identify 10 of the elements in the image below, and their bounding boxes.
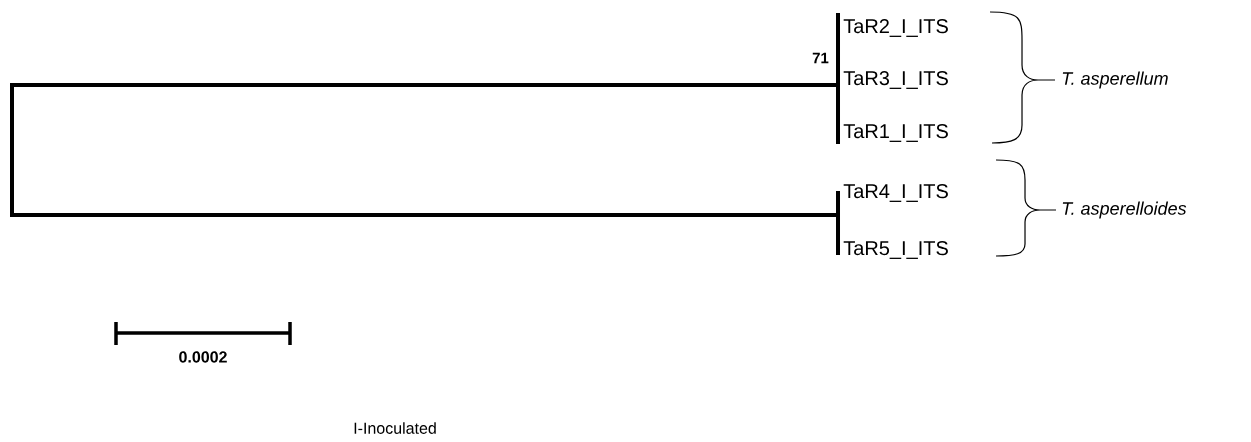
leaf-label: TaR5_I_ITS xyxy=(843,241,948,259)
leaf-label: TaR1_I_ITS xyxy=(843,124,948,142)
bootstrap-value: 71 xyxy=(812,52,829,64)
leaf-label: TaR2_I_ITS xyxy=(843,19,948,37)
species-label: T. asperellum xyxy=(1062,71,1168,89)
leaf-label: TaR4_I_ITS xyxy=(843,184,948,202)
leaf-label: TaR3_I_ITS xyxy=(843,71,948,89)
scale-value: 0.0002 xyxy=(179,351,227,363)
footnote: I-Inoculated xyxy=(354,422,436,434)
species-label: T. asperelloides xyxy=(1062,201,1187,219)
